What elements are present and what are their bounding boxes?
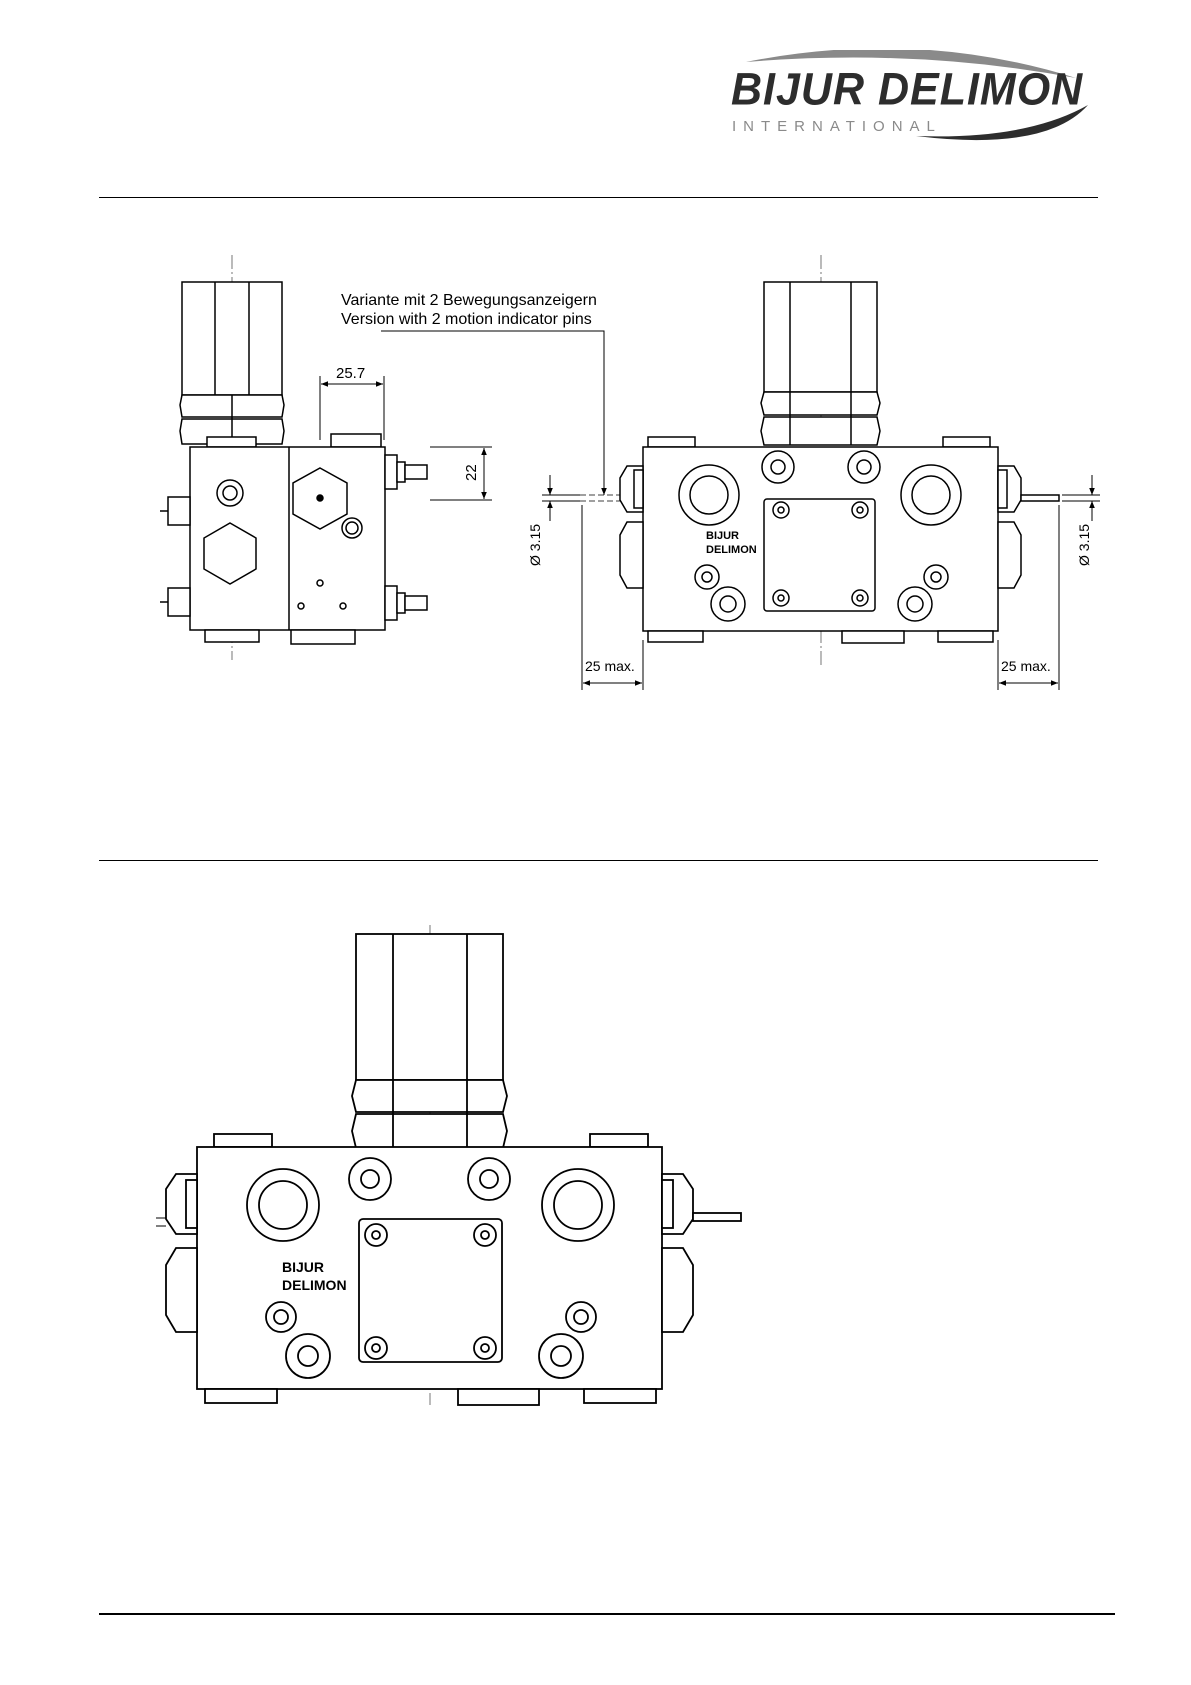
variant-note-en: Version with 2 motion indicator pins [341,311,592,328]
front-view-bottom [156,925,741,1405]
block-brand-top-1: BIJUR [706,530,739,542]
dim-max-right: 25 max. [1001,658,1051,674]
dim-height-side: 22 [463,464,480,481]
block-brand-bottom-2: DELIMON [282,1277,347,1293]
block-brand-top-2: DELIMON [706,544,757,556]
dim-pin-diameter-left: Ø 3.15 [527,524,543,566]
variant-note-de: Variante mit 2 Bewegungsanzeigern [341,292,597,309]
dim-width-side: 25.7 [336,365,365,382]
block-brand-bottom-1: BIJUR [282,1259,324,1275]
dim-max-left: 25 max. [585,658,635,674]
dim-pin-diameter-right: Ø 3.15 [1076,524,1092,566]
